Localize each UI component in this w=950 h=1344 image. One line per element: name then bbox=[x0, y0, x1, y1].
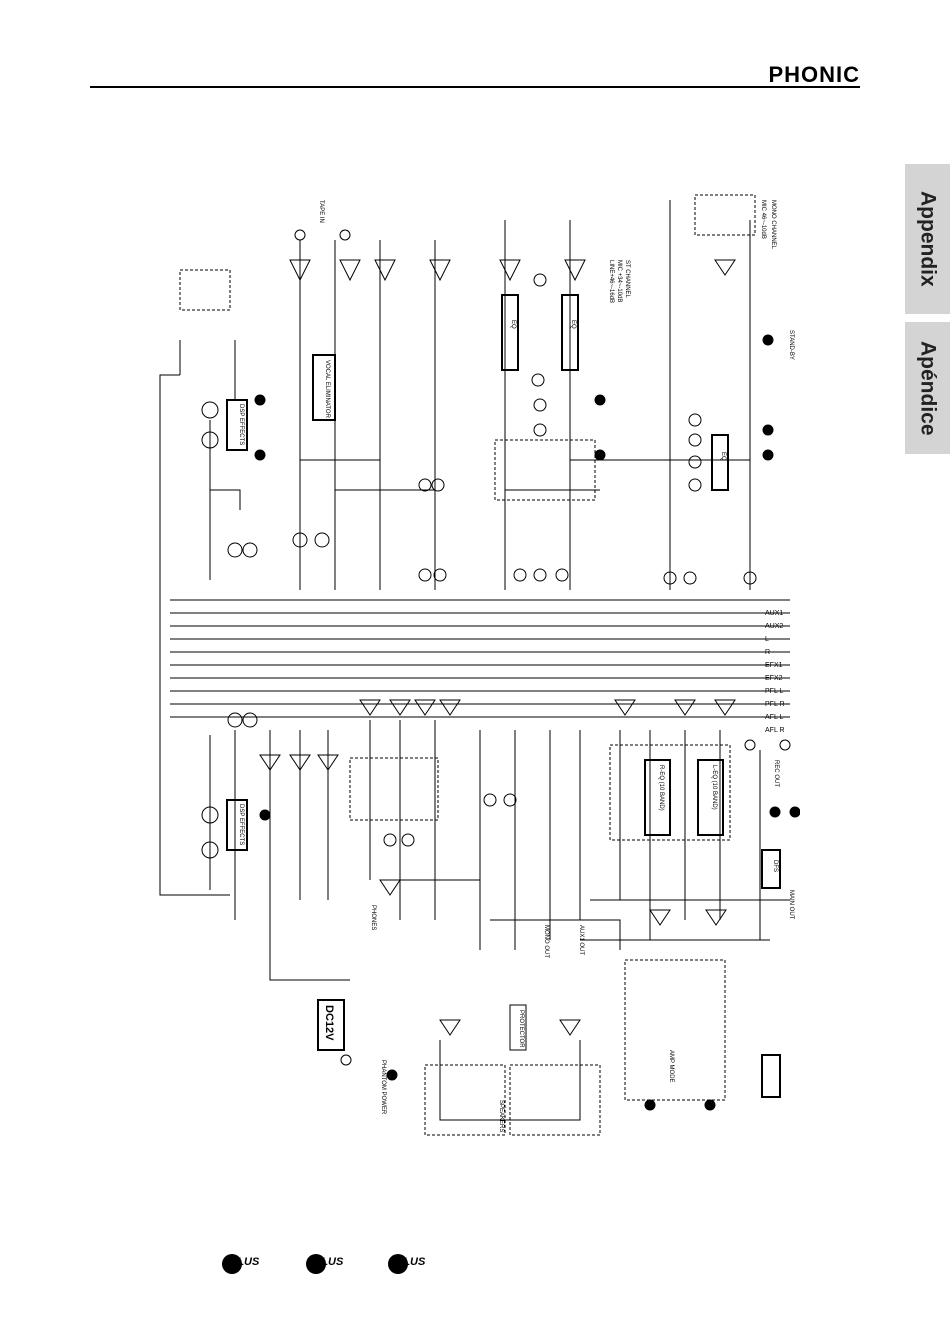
tab-appendix[interactable]: Appendix bbox=[905, 164, 950, 314]
bus-label-aux1: AUX1 bbox=[765, 610, 783, 617]
plus-logo-disc bbox=[388, 1254, 408, 1274]
dc12v-label: DC12V bbox=[323, 1005, 335, 1041]
bus-label-efx1: EFX1 bbox=[765, 662, 783, 669]
bus-lines bbox=[170, 599, 790, 718]
block-diagram: AUX1 AUX2 L R EFX1 EFX2 PFL L PFL R AFL … bbox=[159, 194, 800, 1136]
eq-label-3: EQ bbox=[720, 452, 726, 461]
plus-logo-3: PLUS bbox=[388, 1254, 434, 1274]
dsp-effects-label-1: DSP EFFECTS bbox=[238, 404, 244, 445]
amplifier-triangles bbox=[259, 259, 736, 1036]
mono-channel-title: MONO CHANNEL bbox=[770, 200, 776, 250]
dfs-label: DFS bbox=[772, 860, 778, 872]
phones-label: PHONES bbox=[370, 905, 376, 930]
bus-label-l: L bbox=[765, 636, 769, 643]
dsp-effects-label-2: DSP EFFECTS bbox=[238, 804, 244, 845]
aux-out-label: AUX1 OUT bbox=[578, 925, 584, 955]
mono-out-label: MONO OUT bbox=[543, 925, 549, 958]
bus-label-r: R bbox=[765, 649, 770, 656]
plus-logo-word: PLUS bbox=[396, 1256, 426, 1268]
st-channel-title: ST CHANNEL bbox=[624, 260, 630, 299]
plus-logo-word: PLUS bbox=[230, 1256, 260, 1268]
plus-logo-disc bbox=[222, 1254, 242, 1274]
protector-label: PROTECTOR bbox=[518, 1010, 524, 1048]
st-channel-spec1: MIC +34~-10dB bbox=[616, 260, 622, 302]
eq-label-2: EQ bbox=[570, 320, 576, 329]
leq-label: L-EQ (10 BAND) bbox=[711, 765, 717, 810]
tab-apendice-label: Apéndice bbox=[916, 340, 940, 436]
main-out-label: MAIN OUT bbox=[788, 890, 794, 920]
plus-logo-word: PLUS bbox=[314, 1256, 344, 1268]
bus-label-afl-l: AFL L bbox=[765, 714, 784, 721]
indicators bbox=[254, 229, 800, 1111]
bus-label-pfl-r: PFL R bbox=[765, 701, 785, 708]
stand-by-label: STAND-BY bbox=[788, 330, 794, 360]
header-rule bbox=[90, 86, 860, 88]
plus-logo-1: PLUS bbox=[222, 1254, 268, 1274]
vocal-eliminator-label: VOCAL ELIMINATOR bbox=[324, 360, 330, 419]
speakers-label: SPEAKERS bbox=[498, 1100, 504, 1132]
rec-out-label: REC OUT bbox=[773, 760, 779, 787]
brand-logo: PHONIC bbox=[768, 62, 860, 87]
knobs bbox=[201, 273, 757, 859]
bus-label-pfl-l: PFL L bbox=[765, 688, 784, 695]
phantom-power-label: PHANTOM POWER bbox=[380, 1060, 386, 1115]
bus-label-afl-r: AFL R bbox=[765, 727, 785, 734]
st-channel-spec2: LINE+46~-16dB bbox=[608, 260, 614, 303]
tab-appendix-label: Appendix bbox=[916, 191, 940, 287]
amp-mode-label: AMP MODE bbox=[668, 1050, 674, 1083]
mono-channel-spec: MIC 46~-10dB bbox=[760, 200, 766, 239]
bus-label-aux2: AUX2 bbox=[765, 623, 783, 630]
plus-logo-disc bbox=[306, 1254, 326, 1274]
req-label: R-EQ (10 BAND) bbox=[658, 765, 664, 811]
eq-label-1: EQ bbox=[510, 320, 516, 329]
plus-logo-2: PLUS bbox=[306, 1254, 352, 1274]
tape-in-label: TAPE IN bbox=[318, 200, 324, 223]
bus-label-efx2: EFX2 bbox=[765, 675, 783, 682]
tab-apendice[interactable]: Apéndice bbox=[905, 322, 950, 454]
